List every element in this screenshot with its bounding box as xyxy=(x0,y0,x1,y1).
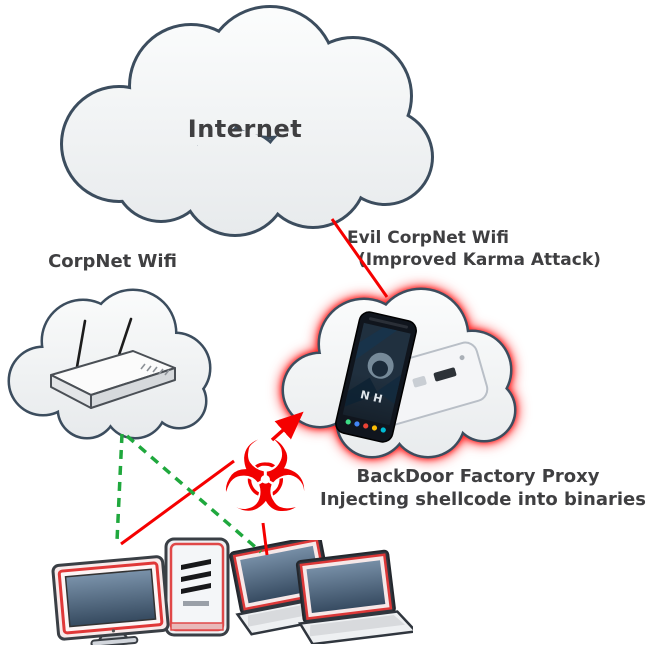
svg-text:N H: N H xyxy=(359,388,384,406)
smartphone-icon: N H xyxy=(335,311,417,443)
evil-label-line1: Evil CorpNet Wifi xyxy=(347,228,509,248)
internet-cloud-shape xyxy=(60,5,434,237)
evil-label: Evil CorpNet Wifi (Improved Karma Attack… xyxy=(347,228,601,272)
evil-label-line2: (Improved Karma Attack) xyxy=(358,249,601,270)
proxy-label: BackDoor Factory Proxy Injecting shellco… xyxy=(320,465,646,511)
evil-cloud-node: N H xyxy=(276,282,528,472)
proxy-label-line1: BackDoor Factory Proxy xyxy=(356,466,600,487)
wifi-router-icon xyxy=(50,317,176,409)
evil-cloud-shape: N H xyxy=(281,287,517,459)
proxy-label-line2: Injecting shellcode into binaries xyxy=(320,489,646,511)
corpnet-cloud-shape xyxy=(7,288,212,440)
link-corpnet-to-desktop xyxy=(115,433,124,542)
laptops-icon xyxy=(229,540,413,644)
internet-label: Internet xyxy=(187,115,303,143)
corpnet-cloud-node xyxy=(3,283,218,448)
laptop-right xyxy=(295,549,413,644)
biohazard-icon: ☣ xyxy=(221,421,309,535)
tower xyxy=(164,537,230,637)
desktop-computer-icon xyxy=(51,537,230,645)
monitor xyxy=(51,555,170,645)
internet-cloud-node: Internet xyxy=(55,2,435,238)
corpnet-label: CorpNet Wifi xyxy=(48,251,177,272)
